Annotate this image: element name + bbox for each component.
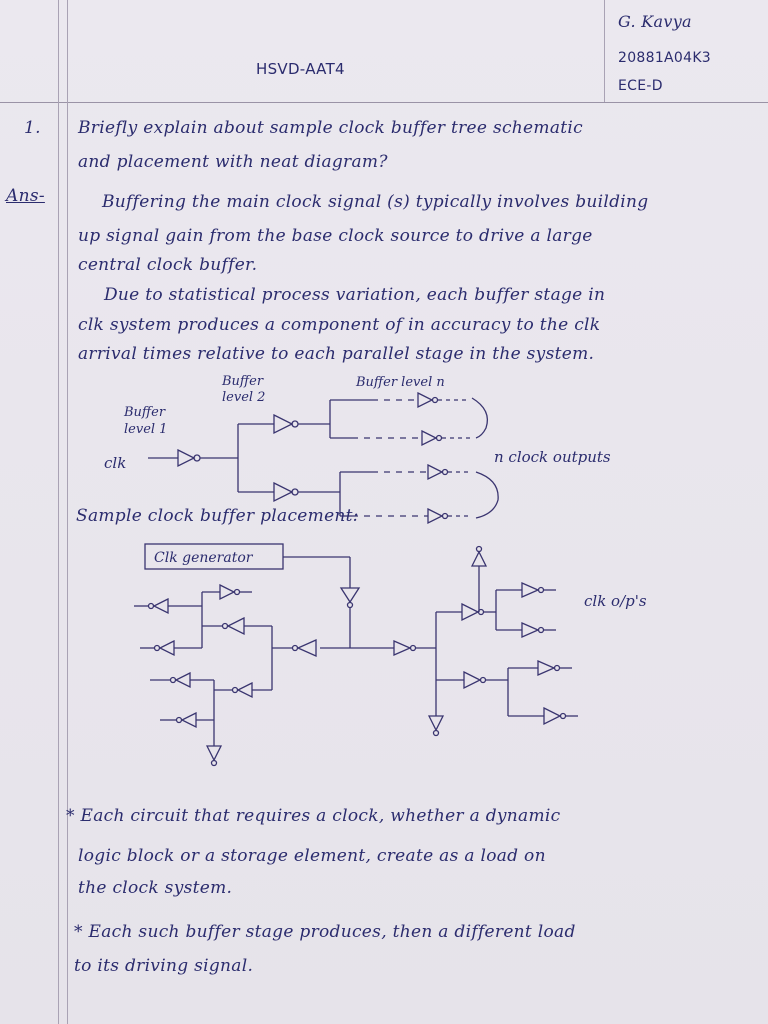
buffer-level1-gate	[177, 448, 196, 468]
student-name: G. Kavya	[618, 12, 692, 31]
buffer-level-n-gate	[421, 429, 438, 447]
clk-outputs-label: clk o/p's	[584, 592, 647, 610]
assignment-title: HSVD-AAT4	[256, 60, 345, 78]
answer-line: Due to statistical process variation, ea…	[104, 285, 606, 305]
outputs-brace	[471, 397, 489, 439]
buffer-level-n-gate	[427, 507, 444, 525]
buffer-level-n-gate	[427, 463, 444, 481]
answer-label: Ans-	[6, 186, 45, 206]
answer-line: up signal gain from the base clock sourc…	[78, 226, 593, 246]
header-divider	[604, 0, 605, 102]
answer-line: arrival times relative to each parallel …	[78, 344, 595, 364]
buffer-level-n-gate	[417, 391, 434, 409]
question-number: 1.	[24, 118, 41, 138]
roll-number: 20881A04K3	[618, 50, 712, 66]
margin-line-left	[58, 0, 59, 1024]
answer-line: central clock buffer.	[78, 255, 258, 275]
buffer-level2-gate-top	[273, 413, 294, 435]
clock-outputs-label: n clock outputs	[494, 448, 611, 466]
buffer-level-n-label: Buffer level n	[355, 375, 445, 390]
answer-line: Buffering the main clock signal (s) typi…	[102, 192, 649, 212]
note-line: logic block or a storage element, create…	[78, 846, 546, 866]
buffer-level2-label: Buffer	[221, 374, 264, 389]
note-line: * Each such buffer stage produces, then …	[74, 922, 576, 942]
outputs-brace	[475, 471, 499, 519]
note-line: * Each circuit that requires a clock, wh…	[66, 806, 561, 826]
section: ECE-D	[618, 78, 663, 94]
question-line: and placement with neat diagram?	[78, 152, 388, 172]
note-line: the clock system.	[78, 878, 233, 898]
question-line: Briefly explain about sample clock buffe…	[78, 118, 583, 138]
clk-label: clk	[104, 454, 126, 472]
buffer-level1-label: Buffer	[123, 405, 166, 420]
header-rule	[0, 102, 768, 103]
clk-generator-label: Clk generator	[154, 550, 254, 566]
placement-title: Sample clock buffer placement:	[76, 506, 359, 526]
buffer-level2-label: level 2	[222, 390, 265, 405]
answer-line: clk system produces a component of in ac…	[78, 315, 601, 335]
buffer-level2-gate-bottom	[273, 481, 294, 503]
buffer-level1-label: level 1	[124, 422, 167, 437]
margin-line-right	[67, 0, 68, 1024]
note-line: to its driving signal.	[74, 956, 254, 976]
